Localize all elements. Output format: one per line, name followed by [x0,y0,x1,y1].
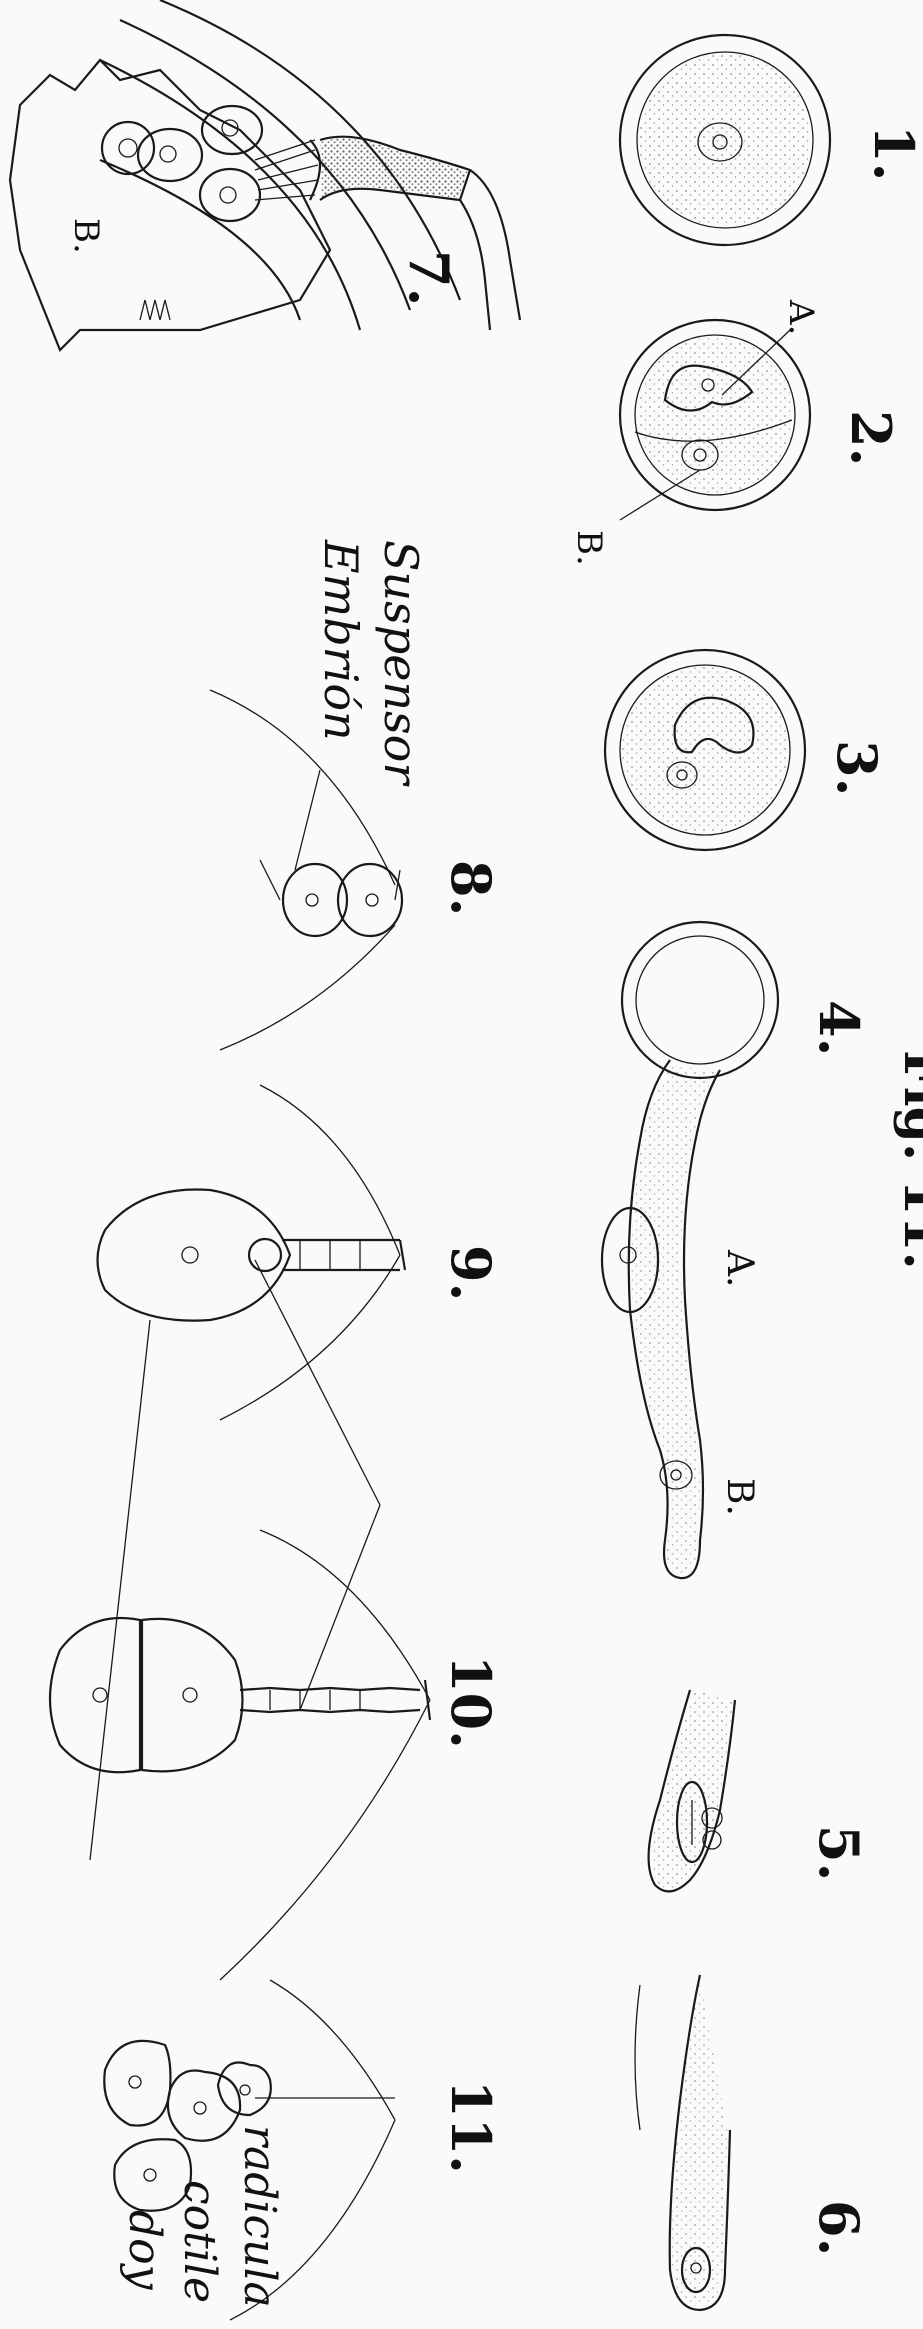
figure-7-number: 7. [397,250,461,306]
figure-10-embryo [50,1505,430,1980]
figure-11-label-doy: doy [119,2210,170,2291]
figure-11-label-cotile: cotile [174,2180,225,2303]
figure-3-number: 3. [825,740,889,796]
figure-1-spore [620,35,830,245]
figure-3-spore [605,650,805,850]
figure-7-label-b: B. [66,218,106,254]
figure-9-embryo [90,1085,405,1860]
figure-4-label-b: B. [719,1478,760,1516]
figure-1-number: 1. [862,125,923,181]
figure-8-number: 8. [439,860,503,916]
figure-11-number: 11. [439,2080,503,2174]
figure-5-tube-tip [649,1690,735,1891]
figure-6-tube-tip [635,1975,730,2310]
figure-2-label-a: A. [781,299,821,335]
figure-2-number: 2. [839,410,903,466]
plate-header-text: Fig. 11. [892,1050,923,1270]
figure-10-number: 10. [439,1655,503,1749]
figure-8-label-embrion: Embrión [314,539,368,741]
figure-5-number: 5. [807,1825,871,1881]
figure-11-label-radicula: radicula [234,2125,285,2308]
figure-4-label-a: A. [719,1249,760,1287]
figure-8-label-suspensor: Suspensor [374,540,428,787]
figure-9-number: 9. [439,1245,503,1301]
figure-8-embryo [210,690,402,1050]
figure-2-spore [620,320,810,520]
figure-4-number: 4. [807,1000,871,1056]
figure-2-label-b: B. [569,530,609,566]
figure-6-number: 6. [807,2200,871,2256]
